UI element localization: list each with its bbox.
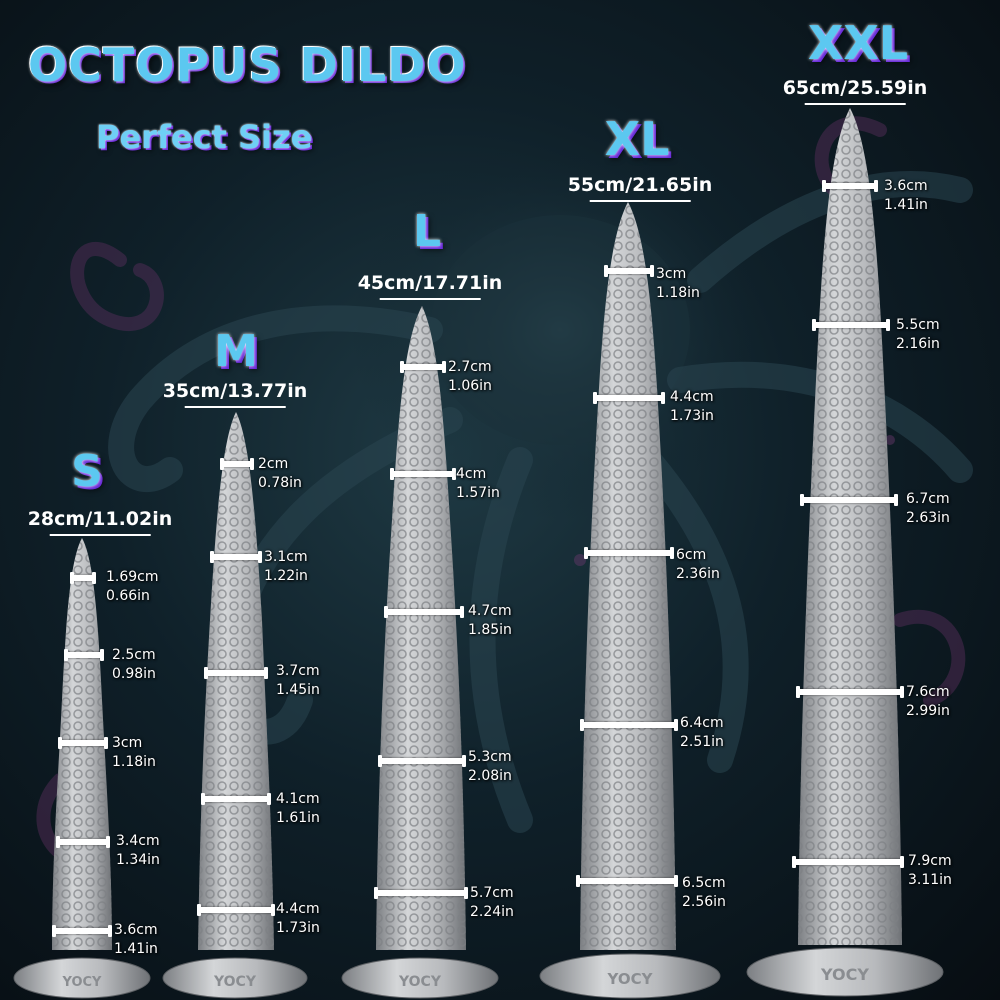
- diameter-bar-m-5: [197, 904, 275, 916]
- brand-logo-s: YOCY: [62, 975, 103, 990]
- size-letter-s: S: [71, 446, 103, 497]
- brand-logo-xl: YOCY: [607, 970, 654, 988]
- headline-title: OCTOPUS DILDO: [28, 38, 467, 92]
- diameter-bar-s-4: [56, 836, 110, 848]
- diameter-bar-xl-5: [576, 875, 678, 887]
- diameter-bar-xxl-2: [812, 319, 890, 331]
- diameter-bar-xxl-1: [822, 180, 878, 192]
- toy-xl: YOCY: [539, 202, 721, 999]
- diameter-bar-l-3: [384, 606, 464, 618]
- diameter-bar-xl-4: [580, 719, 678, 731]
- diameter-bar-m-2: [210, 551, 262, 563]
- toy-m: YOCY: [162, 412, 308, 999]
- diameter-bar-s-3: [58, 737, 108, 749]
- diameter-bar-s-2: [64, 649, 104, 661]
- diameter-bar-xl-2: [593, 392, 665, 404]
- size-letter-xl: XL: [604, 112, 670, 166]
- diameter-bar-l-4: [378, 755, 466, 767]
- diameter-bar-l-5: [374, 887, 468, 899]
- diameter-bar-m-1: [220, 458, 254, 470]
- diameter-bar-xxl-4: [796, 686, 904, 698]
- diameter-bar-s-1: [70, 572, 96, 584]
- size-letter-l: L: [412, 206, 442, 257]
- toy-l: YOCY: [341, 306, 499, 999]
- size-length-l: 45cm/17.71in: [358, 272, 502, 300]
- subtitle-perfect-size: Perfect Size: [96, 118, 313, 156]
- diameter-bar-s-5: [52, 925, 112, 937]
- diameter-bar-m-3: [204, 667, 268, 679]
- size-length-xxl: 65cm/25.59in: [783, 77, 927, 105]
- diameter-bar-m-4: [201, 793, 271, 805]
- size-length-xl: 55cm/21.65in: [568, 174, 712, 202]
- diameter-bar-xl-1: [604, 265, 654, 277]
- toy-xxl: YOCY: [746, 108, 944, 997]
- size-letter-m: M: [214, 326, 258, 377]
- brand-logo-l: YOCY: [398, 974, 442, 990]
- diameter-bar-l-1: [400, 361, 446, 373]
- diameter-bar-xxl-5: [792, 856, 904, 868]
- size-length-m: 35cm/13.77in: [163, 380, 307, 408]
- diameter-bar-xl-3: [584, 547, 674, 559]
- size-length-s: 28cm/11.02in: [28, 508, 172, 536]
- brand-logo-xxl: YOCY: [820, 965, 869, 984]
- brand-logo-m: YOCY: [213, 974, 257, 990]
- size-letter-xxl: XXL: [807, 16, 909, 70]
- diameter-bar-l-2: [390, 468, 456, 480]
- diameter-bar-xxl-3: [800, 494, 898, 506]
